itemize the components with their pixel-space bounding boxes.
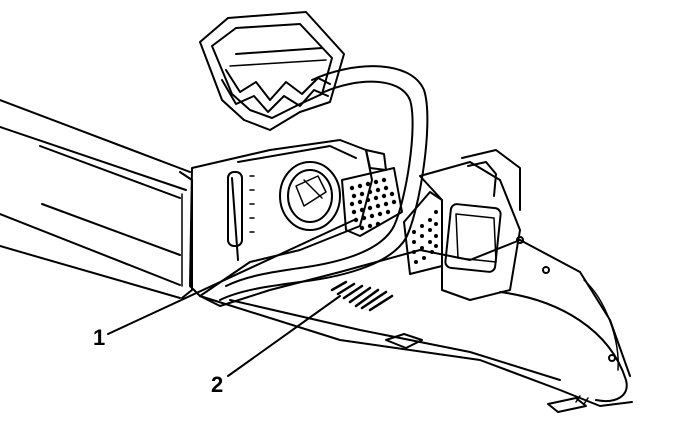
guide-bar	[0, 99, 193, 299]
side-vent-grille	[403, 191, 443, 275]
rear-grip-housing	[419, 149, 631, 402]
base-plate	[199, 295, 633, 413]
callout-label-1: 1	[93, 325, 106, 350]
rear-handle	[199, 11, 345, 131]
oil-cap	[279, 161, 341, 231]
callout-label-2: 2	[211, 372, 224, 397]
front-vent-grille	[341, 167, 403, 237]
lower-vent-slots	[330, 280, 394, 312]
leader-line-1	[107, 219, 355, 335]
leader-line-2	[227, 295, 341, 377]
